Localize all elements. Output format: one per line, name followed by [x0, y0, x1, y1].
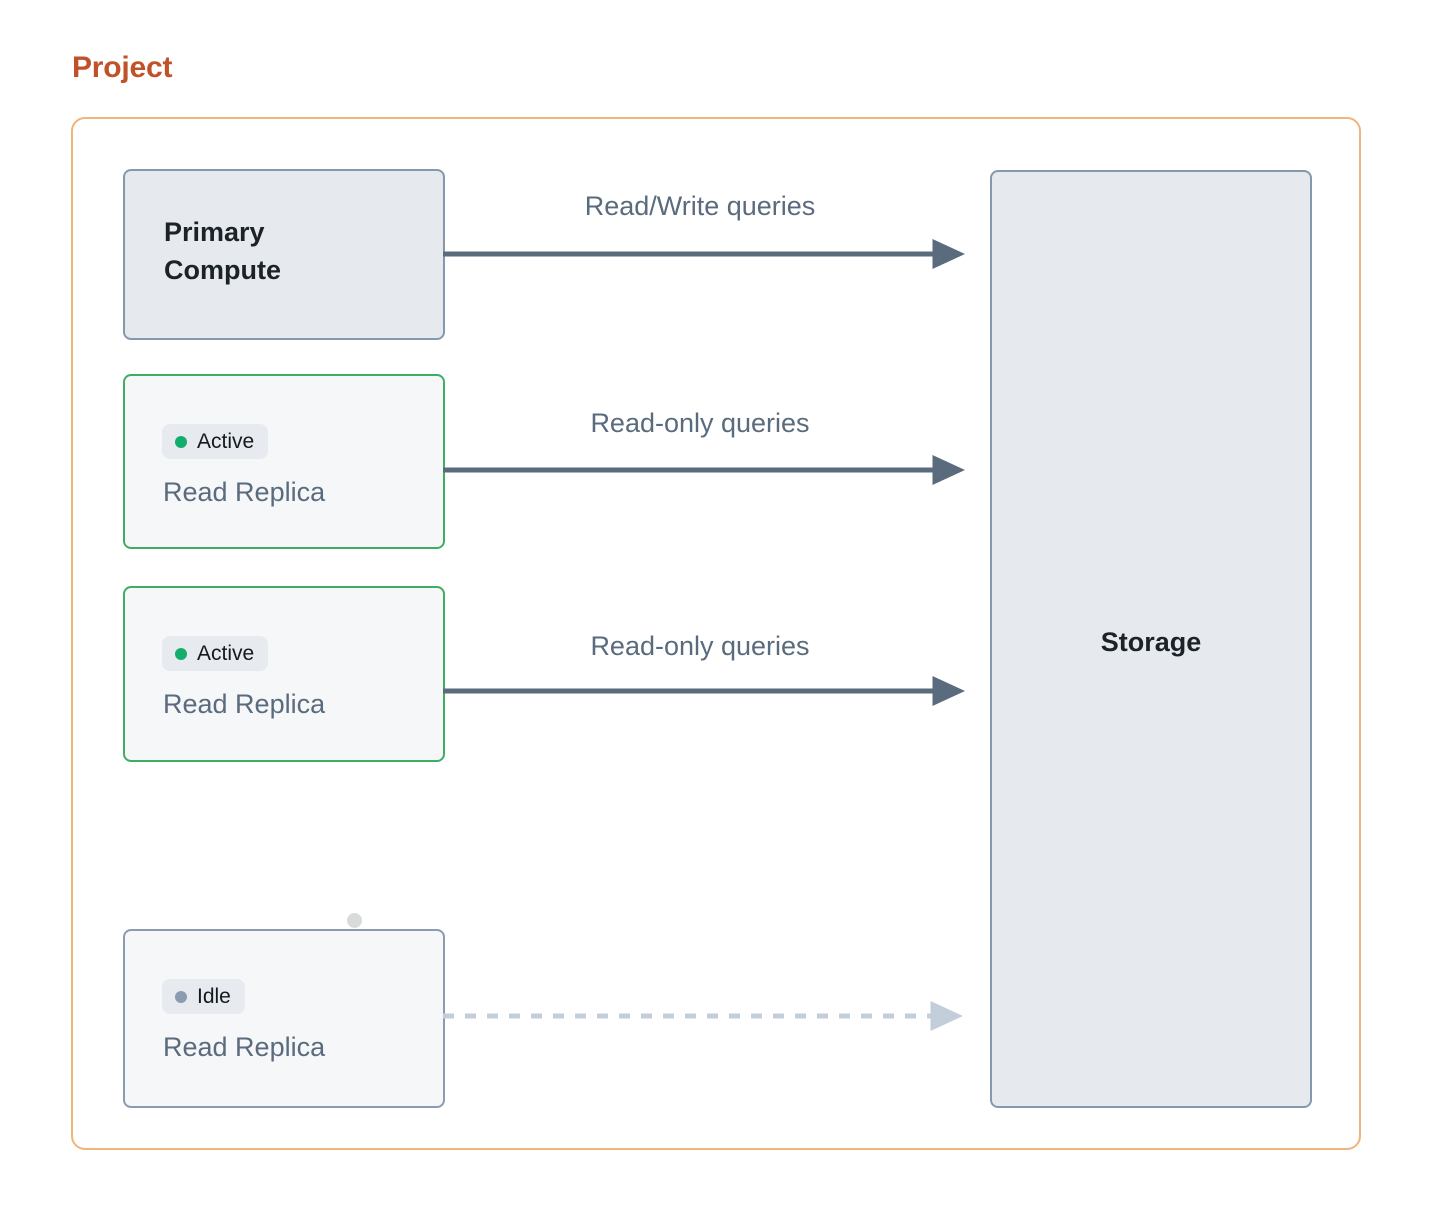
primary-compute-label-line1: Primary: [164, 217, 265, 247]
read-replica-2-label: Read Replica: [163, 689, 326, 719]
ellipsis-dot-icon: [347, 913, 362, 928]
primary-compute-label-line2: Compute: [164, 255, 281, 286]
status-dot-icon: [175, 435, 187, 448]
project-container: Primary Compute Active Read Replica Acti…: [71, 117, 1361, 1150]
node-storage[interactable]: Storage: [990, 170, 1312, 1108]
status-badge-label: Active: [197, 430, 255, 453]
status-badge-label: Active: [197, 642, 255, 665]
storage-label: Storage: [1100, 627, 1202, 657]
status-badge-idle: Idle: [162, 979, 245, 1014]
status-dot-icon: [175, 990, 187, 1003]
page-title: Project: [72, 51, 173, 84]
status-badge-label: Idle: [197, 985, 231, 1008]
read-replica-1-label: Read Replica: [163, 477, 326, 507]
status-badge-active-2: Active: [162, 636, 269, 671]
primary-compute-label: Primary Compute: [164, 213, 384, 290]
edge-label-read-only-queries-1: Read-only queries: [590, 408, 810, 438]
node-read-replica-1[interactable]: Active Read Replica: [123, 374, 445, 549]
status-dot-icon: [175, 647, 187, 660]
edge-label-read-only-queries-2: Read-only queries: [590, 631, 810, 661]
edge-label-read-write-queries: Read/Write queries: [584, 191, 816, 221]
node-read-replica-2[interactable]: Active Read Replica: [123, 586, 445, 762]
node-read-replica-3[interactable]: Idle Read Replica: [123, 929, 445, 1108]
read-replica-3-label: Read Replica: [163, 1032, 326, 1062]
node-primary-compute[interactable]: Primary Compute: [123, 169, 445, 340]
status-badge-active-1: Active: [162, 424, 269, 459]
